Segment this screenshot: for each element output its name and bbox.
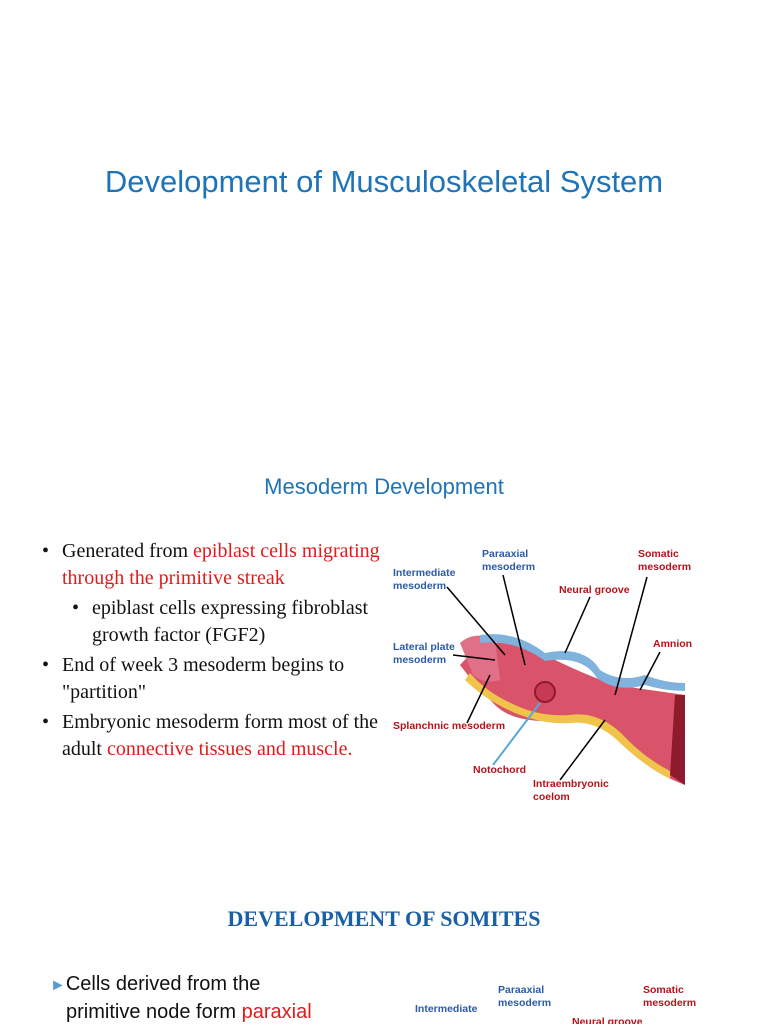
slide3-title: DEVELOPMENT OF SOMITES [227,906,541,931]
bullet-dot: • [42,654,50,676]
right-wall [670,695,685,785]
label-intermediate-1: Intermediate [393,567,456,579]
bullet-highlight: connective tissues and muscle. [107,737,353,760]
bullet-highlight: epiblast cells migrating through the pri… [62,540,380,589]
bullet-text: End of week 3 mesoderm begins to "partit… [62,654,345,703]
bullet-text: Cells derived from the [65,973,261,995]
bullet-highlight: paraxial [241,1001,312,1023]
label-intermediate-2: mesoderm [393,580,446,592]
bullet-item: • Embryonic mesoderm form most of the ad… [42,709,382,762]
bullet-dot: • [42,540,50,562]
slide3-bullet: ►Cells derived from the primitive node f… [50,971,370,1026]
triangle-bullet-icon: ► [50,977,66,994]
label-neural-groove-s3: Neural groove [572,1016,643,1024]
label-coelom-1: Intraembryonic [533,778,609,790]
notochord-shape [534,681,556,703]
bullet-text: Embryonic mesoderm form most of the adul… [62,711,379,760]
bullet-text-line2: primitive node form [66,1001,242,1023]
arrows [446,574,661,724]
slide2-bullet-list: • Generated from epiblast cells migratin… [42,538,382,762]
sub-bullet-item: • epiblast cells expressing fibroblast g… [72,595,382,648]
ectoderm-strip [480,634,685,691]
label-lateral-2: mesoderm [393,654,446,666]
label-somatic-s3-2: mesoderm [643,997,696,1009]
label-somatic-1: Somatic [638,548,679,560]
label-paraxial-s3-1: Paraaxial [498,984,544,996]
label-somatic-2: mesoderm [638,561,691,573]
label-somatic-s3-1: Somatic [643,984,684,996]
slide2-title: Mesoderm Development [264,474,504,499]
label-paraxial-s3-2: mesoderm [498,997,551,1009]
label-amnion: Amnion [653,638,692,650]
bullet-text: Generated from [62,540,194,562]
bullet-text: epiblast cells expressing fibroblast gro… [92,597,369,646]
mesoderm-diagram: Intermediate mesoderm Paraaxial mesoderm… [393,548,692,803]
label-neural-groove: Neural groove [559,584,630,596]
label-lateral-1: Lateral plate [393,641,455,653]
somite-diagram: Intermediate Paraaxial mesoderm Somatic … [415,984,696,1024]
bullet-item: • Generated from epiblast cells migratin… [42,538,382,591]
label-intermediate-s3: Intermediate [415,1003,478,1015]
bullet-item: • End of week 3 mesoderm begins to "part… [42,652,382,705]
slide1-title: Development of Musculoskeletal System [104,164,664,199]
label-notochord: Notochord [473,764,526,776]
label-coelom-2: coelom [533,791,570,803]
label-paraxial-2: mesoderm [482,561,535,573]
bullet-dot: • [42,711,50,733]
bullet-dot: • [72,597,80,619]
label-paraxial-1: Paraaxial [482,548,528,560]
label-splanchnic: Splanchnic mesoderm [393,720,505,732]
